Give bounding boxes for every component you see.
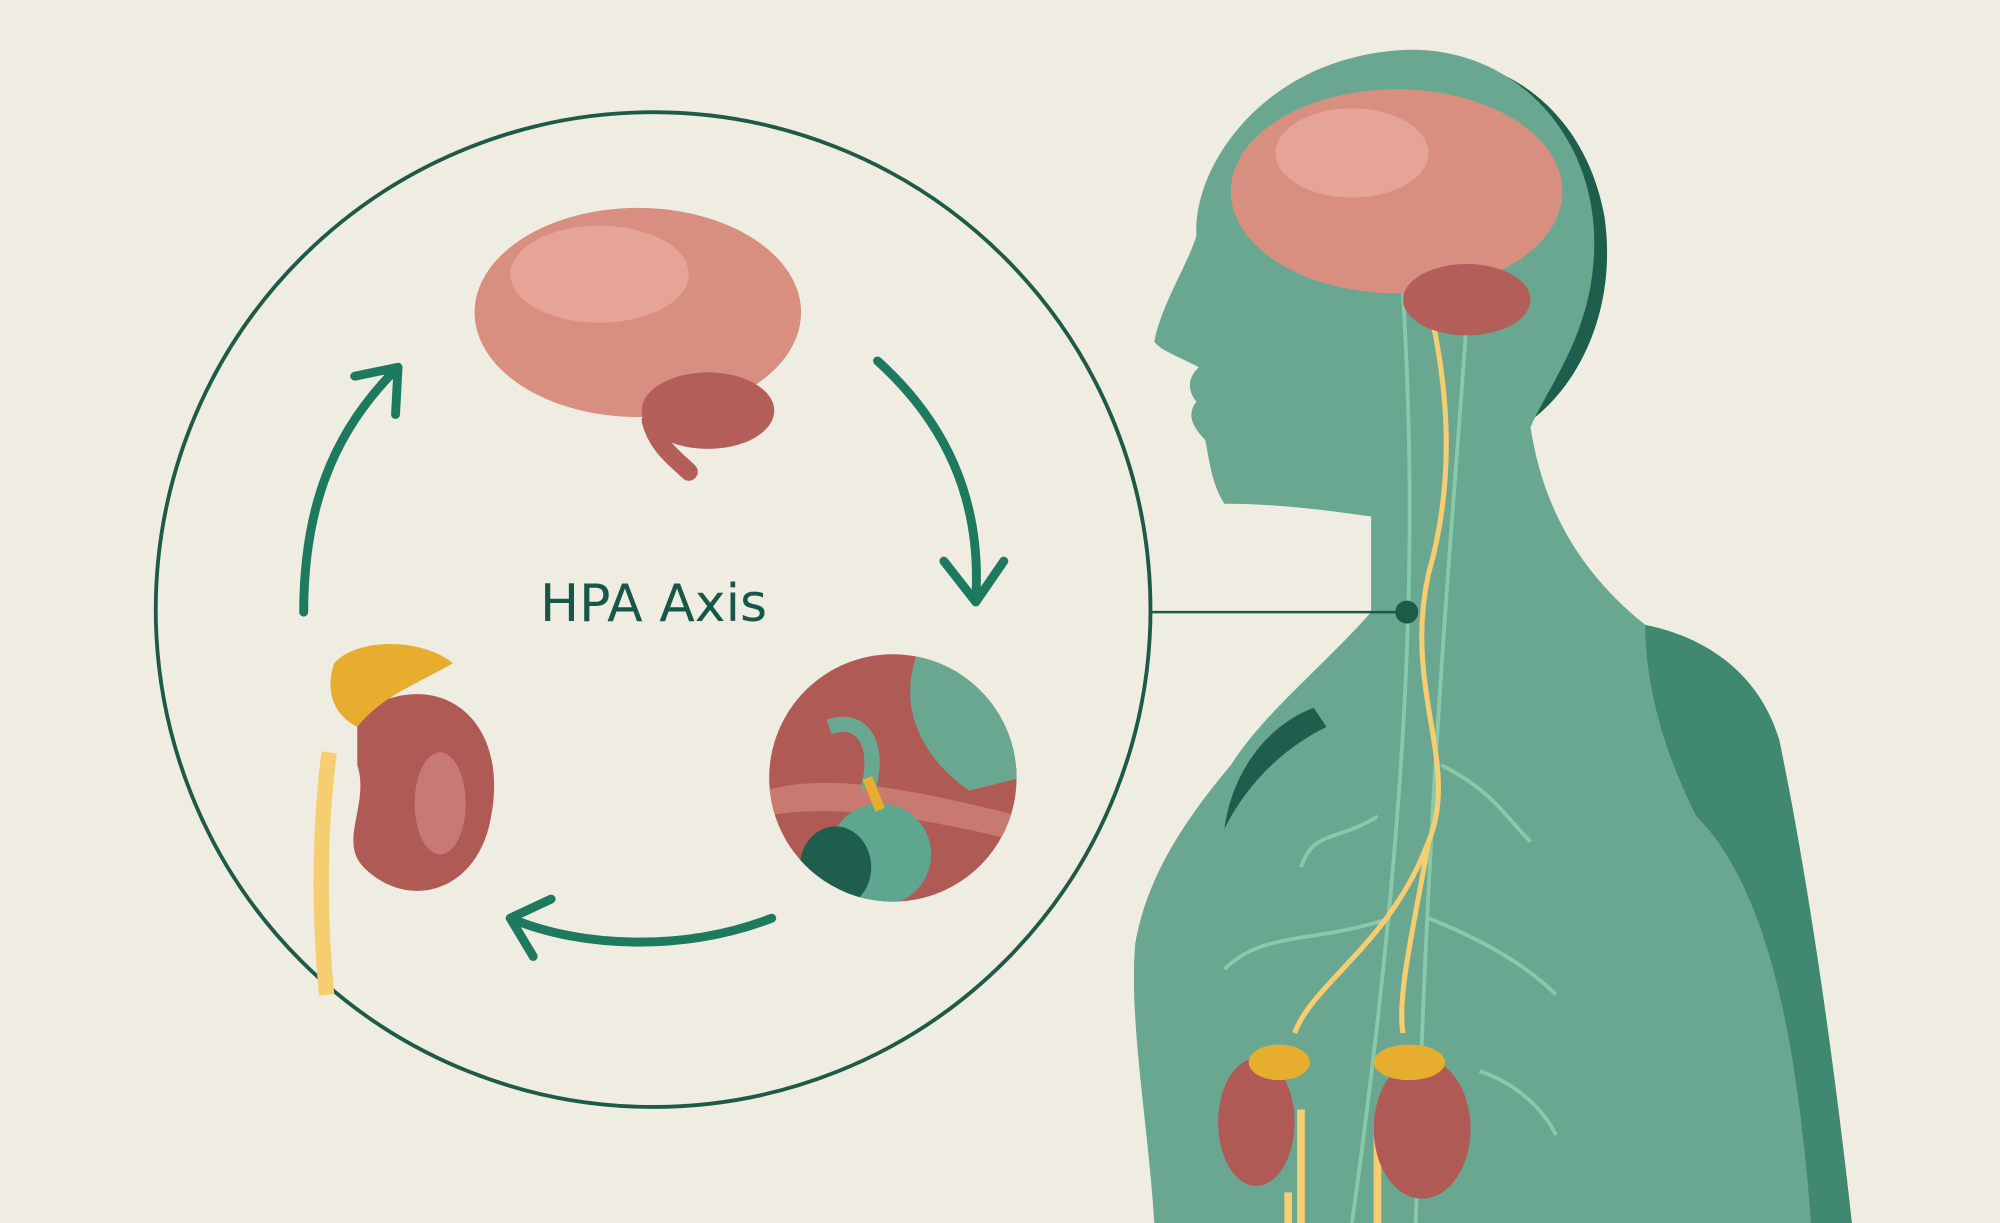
- brain-hypothalamus: [474, 207, 802, 481]
- hpa-circle-outline: [153, 110, 1153, 1109]
- human-silhouette: [1133, 49, 1852, 1223]
- body-shape: [1133, 49, 1852, 1223]
- arrow-brain-to-pituitary: [873, 356, 981, 604]
- pituitary-inset: [769, 654, 1017, 902]
- body-brain: [1230, 89, 1563, 336]
- arrow-head-down: [939, 556, 1009, 607]
- blood-vessels: [1223, 293, 1558, 1223]
- cycle-arrows: [299, 356, 1009, 961]
- nerve: [1292, 254, 1449, 1034]
- arrow-pituitary-to-adrenal: [505, 913, 777, 947]
- nerve-branch: [1399, 841, 1432, 1034]
- hpa-axis-label: HPA Axis: [540, 574, 768, 634]
- back-shading: [1645, 624, 1852, 1223]
- arrow-head-left: [505, 894, 556, 961]
- shoulder-shadow: [1224, 707, 1327, 829]
- kidney-adrenal: [313, 644, 495, 996]
- arrow-adrenal-to-brain: [299, 365, 400, 617]
- body-kidney-left: [1218, 1044, 1310, 1223]
- arrow-head-up: [350, 362, 403, 419]
- body-kidney-right: [1373, 1044, 1471, 1223]
